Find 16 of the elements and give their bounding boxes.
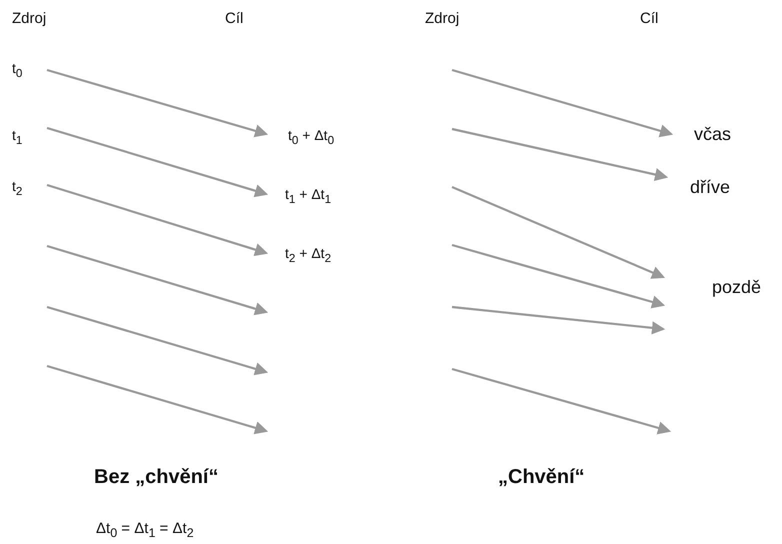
arrival-label: včas [694,124,732,145]
time-label: t$_{0}$ [12,60,22,80]
panel-title: „Chvění“ [498,466,585,489]
time-label: t$_{1}$ [12,127,22,147]
column-heading: Zdroj [12,10,46,27]
arrival-label: t$_{1}$ + Δt$_{1}$ [285,186,332,206]
equation: Δt$_{0}$ = Δt$_{1}$ = Δt$_{2}$ [96,520,194,540]
arrival-label: t$_{2}$ + Δt$_{2}$ [285,245,332,265]
time-label: t$_{2}$ [12,178,22,198]
arrival-label: dříve [690,177,730,198]
column-heading: Zdroj [425,10,460,27]
column-heading: Cíl [225,10,244,27]
panel-title: Bez „chvění“ [94,466,218,489]
arrival-label: pozdě [712,277,762,298]
column-heading: Cíl [640,10,658,27]
arrival-label: t$_{0}$ + Δt$_{0}$ [288,127,334,147]
